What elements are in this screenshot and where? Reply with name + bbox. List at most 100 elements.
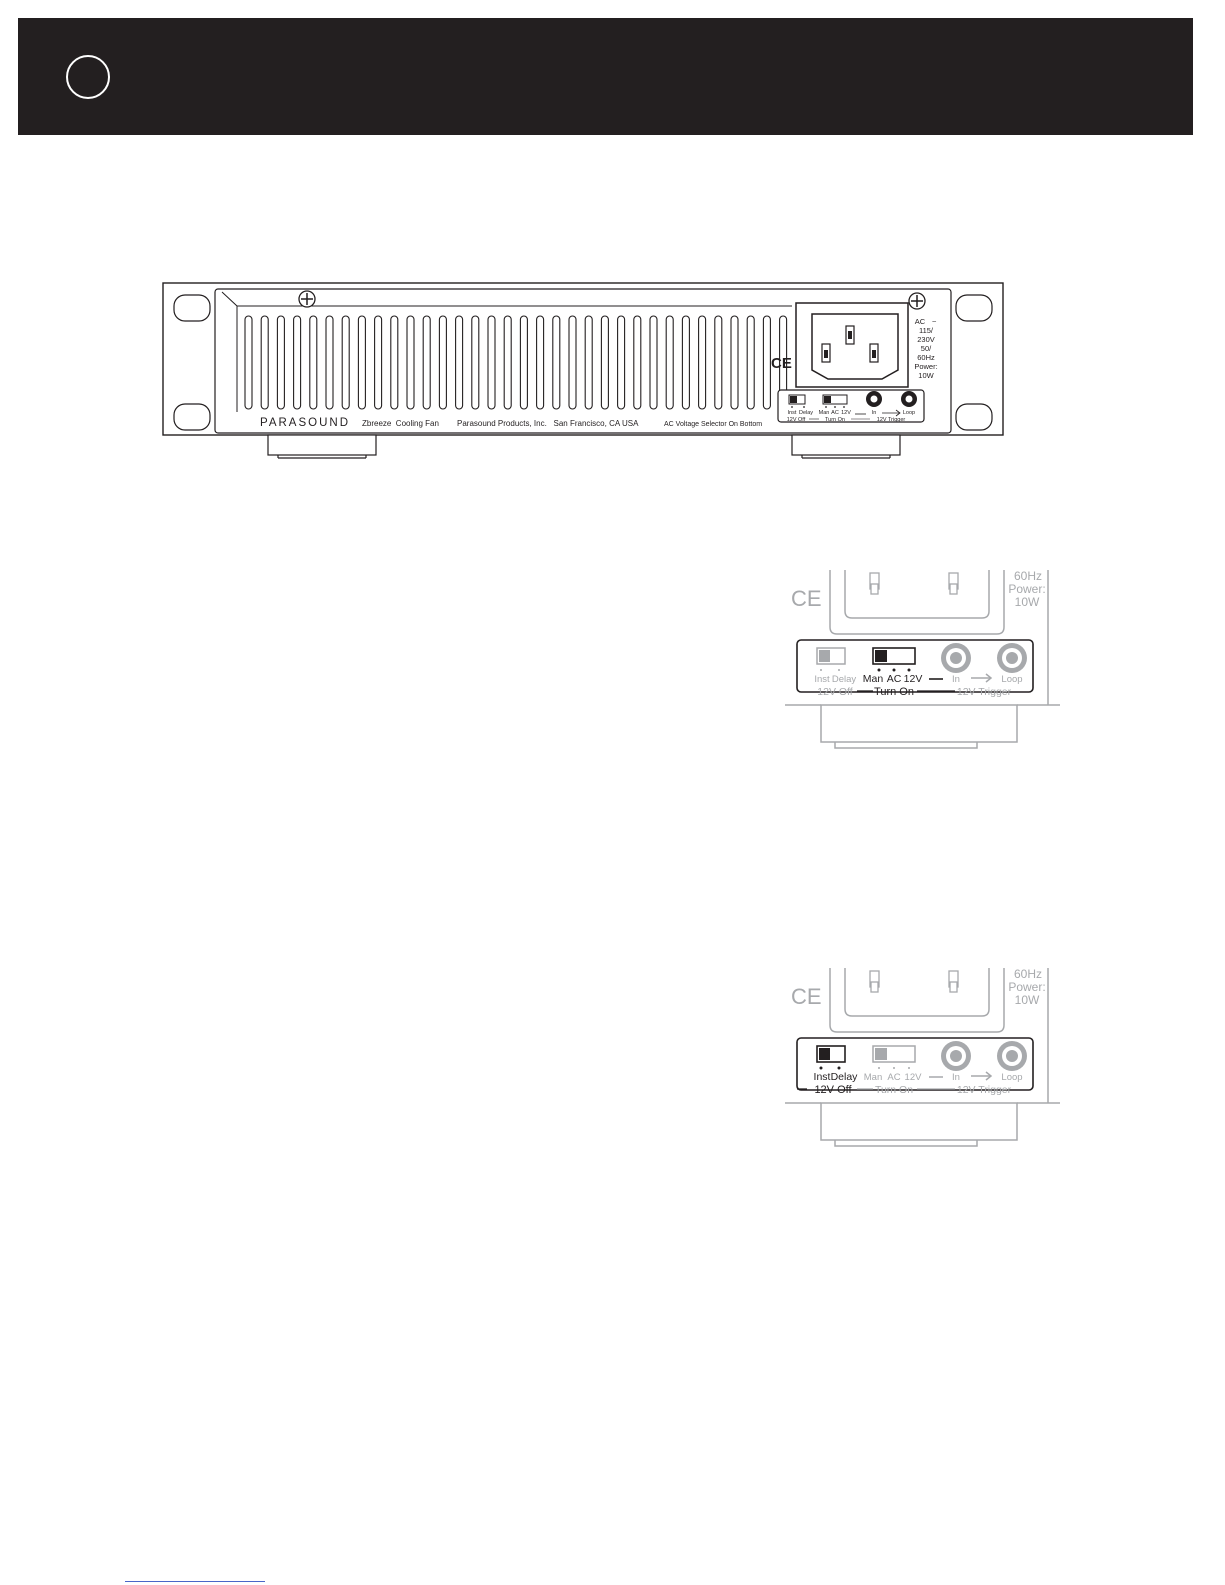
vent-slot <box>276 315 285 410</box>
inst-label-small: Inst <box>788 410 797 416</box>
vent-slot <box>422 315 431 410</box>
turn-on-group-label: Turn On <box>874 686 914 698</box>
rack-slot-top-right <box>955 294 993 322</box>
12v-off-switch <box>816 1045 846 1063</box>
loop-label-small: Loop <box>903 410 915 416</box>
12v-off-detail-figure: CE 60Hz Power: 10W Inst Delay Man AC 12V… <box>785 968 1060 1147</box>
12v-label-small: 12V <box>841 410 851 416</box>
vent-slot <box>244 315 253 410</box>
delay-label-small: Delay <box>799 410 813 416</box>
vent-slot <box>746 315 755 410</box>
vent-slot <box>762 315 771 410</box>
freq-label: 60Hz <box>1014 968 1042 981</box>
trigger-in-jack <box>866 391 882 407</box>
foot-right <box>791 434 901 456</box>
rack-slot-bottom-left <box>173 403 211 431</box>
trigger-loop-jack <box>901 391 917 407</box>
vent-slot <box>406 315 415 410</box>
12v-trigger-group-label: 12V Trigger <box>957 1084 1012 1096</box>
12v-off-group-label: 12V Off <box>817 686 852 698</box>
vent-slot <box>325 315 334 410</box>
in-label: In <box>952 674 960 685</box>
12v-off-label-small: 12V Off <box>787 417 806 423</box>
power-label: Power: <box>1008 582 1045 596</box>
vent-slot <box>536 315 545 410</box>
12v-trigger-label-small: 12V Trigger <box>877 417 906 423</box>
vent-slot <box>357 315 366 410</box>
vent-slot <box>730 315 739 410</box>
vent-slot <box>341 315 350 410</box>
man-label: Man <box>863 673 884 685</box>
vent-slot <box>503 315 512 410</box>
vent-slot <box>487 315 496 410</box>
turn-on-detail-figure: CE 60Hz Power: 10W Inst Delay Man AC 12V… <box>785 570 1060 749</box>
svg-text:~: ~ <box>932 317 937 326</box>
power-label: Power: <box>1008 980 1045 994</box>
turn-on-label-small: Turn On <box>825 417 845 423</box>
section-number-circle <box>66 55 110 99</box>
ce-mark: CE <box>791 984 822 1009</box>
12v-off-switch <box>816 647 846 665</box>
vent-slot <box>455 315 464 410</box>
vent-slot <box>519 315 528 410</box>
man-label: Man <box>864 1072 882 1083</box>
foot <box>820 704 1018 743</box>
trigger-loop-jack <box>997 643 1027 673</box>
turn-on-switch <box>872 647 916 665</box>
vent-slot <box>617 315 626 410</box>
voltage-line-1: 115/ <box>919 326 934 335</box>
delay-label: Delay <box>831 1071 859 1083</box>
footer-rule <box>125 1581 265 1582</box>
header-bar <box>18 18 1193 135</box>
vent-slot <box>390 315 399 410</box>
control-box <box>796 639 1034 693</box>
loop-label: Loop <box>1001 1072 1022 1083</box>
vent-slot <box>293 315 302 410</box>
vent-slot <box>260 315 269 410</box>
vent-slot <box>568 315 577 410</box>
vent-slot <box>552 315 561 410</box>
12v-off-switch <box>788 394 806 405</box>
vent-slot <box>633 315 642 410</box>
vent-slot <box>600 315 609 410</box>
ce-mark: CE <box>771 355 792 372</box>
ac-position-label: AC <box>887 673 902 685</box>
model-label: Zbreeze Cooling Fan <box>362 419 439 428</box>
vent-slot <box>649 315 658 410</box>
12v-position-label: 12V <box>904 673 923 685</box>
power-value: 10W <box>1015 993 1040 1007</box>
vent-slot <box>438 315 447 410</box>
in-label-small: In <box>872 410 877 416</box>
voltage-line-2: 230V <box>917 335 935 344</box>
brand-logo: PARASOUND <box>260 417 350 429</box>
foot <box>820 1102 1018 1141</box>
turn-on-switch <box>872 1045 916 1063</box>
voltage-selector-note: AC Voltage Selector On Bottom <box>664 421 762 428</box>
loop-label: Loop <box>1001 674 1022 685</box>
control-box <box>777 389 925 423</box>
control-box <box>796 1037 1034 1091</box>
trigger-in-jack <box>941 643 971 673</box>
vent-slots <box>244 315 788 410</box>
turn-on-group-label: Turn On <box>875 1084 913 1096</box>
turn-on-switch <box>822 394 848 405</box>
ac-label: AC <box>915 317 926 326</box>
delay-label: Delay <box>832 674 857 685</box>
vent-slot <box>665 315 674 410</box>
in-label: In <box>952 1072 960 1083</box>
freq-line-2: 60Hz <box>917 353 935 362</box>
vent-slot <box>309 315 318 410</box>
ac-position-label: AC <box>887 1072 900 1083</box>
freq-line-1: 50/ <box>921 344 932 353</box>
foot-left <box>267 434 377 456</box>
ac-label-small: AC <box>831 410 839 416</box>
rack-slot-top-left <box>173 294 211 322</box>
vent-slot <box>584 315 593 410</box>
ac-inlet-socket <box>811 313 899 380</box>
screw-icon <box>908 292 926 310</box>
vent-slot <box>374 315 383 410</box>
power-value: 10W <box>1015 595 1040 609</box>
rack-slot-bottom-right <box>955 403 993 431</box>
freq-label: 60Hz <box>1014 570 1042 583</box>
rear-panel-figure: CE AC ~ 115/ 230V 50/ 60Hz Power: 10W In… <box>162 282 1004 459</box>
